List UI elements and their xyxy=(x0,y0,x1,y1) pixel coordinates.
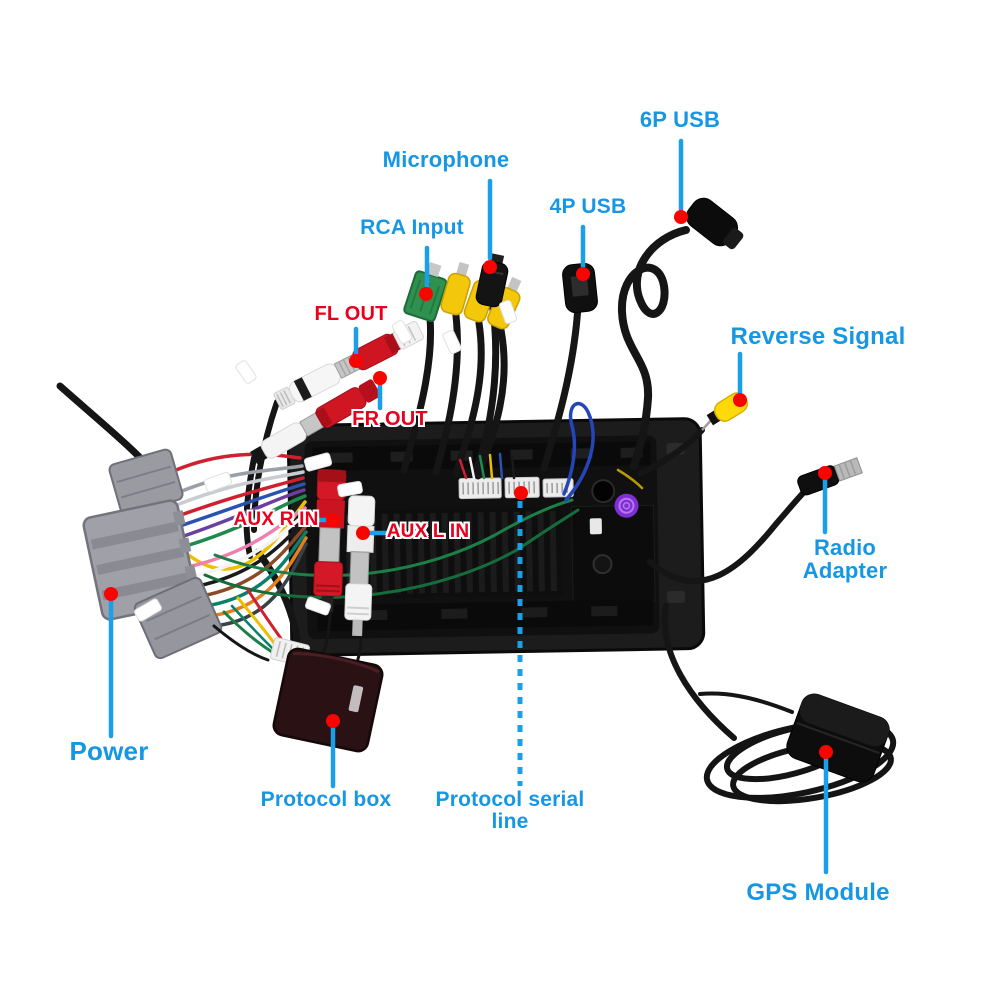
aux-r-rca-plug xyxy=(313,469,347,613)
dot-microphone xyxy=(483,260,497,274)
cable-tag xyxy=(134,598,162,622)
dot-reverse-signal xyxy=(733,393,747,407)
power-connector-upper xyxy=(108,448,184,516)
label-power: Power xyxy=(69,736,149,766)
dot-rca-input xyxy=(419,287,433,301)
cable-usb-4p xyxy=(540,302,582,472)
cable-tag xyxy=(203,471,233,493)
dot-radio-adapter xyxy=(818,466,832,480)
antenna-socket xyxy=(591,479,616,504)
label-4p-usb: 4P USB xyxy=(549,195,627,218)
label-gps-module: GPS Module xyxy=(746,879,890,906)
purple-sticker xyxy=(614,493,639,518)
cable-tag xyxy=(442,329,462,355)
cable-tag xyxy=(391,320,413,344)
label-fr-out: FR OUT xyxy=(352,408,428,430)
label-fl-out: FL OUT xyxy=(314,303,388,325)
label-reverse-signal: Reverse Signal xyxy=(730,323,906,350)
green-loop-wires xyxy=(203,498,580,599)
dot-protocol-serial-line xyxy=(514,486,528,500)
cable-tag xyxy=(498,299,518,325)
protocol-box xyxy=(272,647,384,753)
fr-out-chain xyxy=(250,379,381,465)
dot-usb-4p xyxy=(576,267,590,281)
label-microphone: Microphone xyxy=(382,147,510,172)
cable-rca-green xyxy=(400,314,435,474)
usb-6p-connector xyxy=(686,197,744,250)
connector-strands xyxy=(458,452,644,490)
label-rca-input: RCA Input xyxy=(360,216,464,239)
yellow-rca-plug-1 xyxy=(440,261,471,316)
label-aux-r-in: AUX R IN xyxy=(233,509,319,530)
cable-tag xyxy=(305,596,331,616)
dot-gps-module xyxy=(819,745,833,759)
label-radio-adapter: Radio Adapter xyxy=(802,535,888,584)
gps-pigtail xyxy=(698,691,794,714)
cable-to-protocol-box xyxy=(254,548,302,654)
gps-module xyxy=(786,693,890,783)
dot-power xyxy=(104,587,118,601)
cable-usb-6p xyxy=(617,226,690,470)
white-chip xyxy=(589,518,602,535)
knob xyxy=(592,554,613,575)
label-protocol-serial-line: Protocol serial line xyxy=(435,788,585,834)
cable-gps xyxy=(661,603,737,741)
dot-aux-l-in xyxy=(356,526,370,540)
label-6p-usb: 6P USB xyxy=(639,107,721,132)
annotations xyxy=(104,138,833,875)
dot-fr-out xyxy=(373,371,387,385)
cable-tag xyxy=(337,480,363,498)
dot-usb-6p xyxy=(674,210,688,224)
cable-tags xyxy=(134,299,518,622)
cable-reverse-signal xyxy=(637,427,705,477)
blue-loop-wire xyxy=(562,401,595,502)
microphone-plug xyxy=(475,253,509,308)
white-connector-a xyxy=(458,477,502,500)
cable-radio-adapter xyxy=(647,487,809,585)
power-connector-lower xyxy=(133,576,223,660)
cable-yellow-3 xyxy=(474,326,508,480)
label-aux-l-in: AUX L IN xyxy=(386,521,470,542)
right-subpanel xyxy=(570,504,656,604)
screw-slot-bottom xyxy=(667,590,686,603)
cable-tag xyxy=(303,452,333,472)
dot-protocol-box xyxy=(326,714,340,728)
dot-fl-out xyxy=(349,354,363,368)
cable-flout-down xyxy=(251,399,280,533)
label-protocol-box: Protocol box xyxy=(260,788,392,811)
dot-aux-r-in xyxy=(326,513,340,527)
cable-tag xyxy=(235,360,257,384)
cable-yellow-1 xyxy=(432,312,461,476)
